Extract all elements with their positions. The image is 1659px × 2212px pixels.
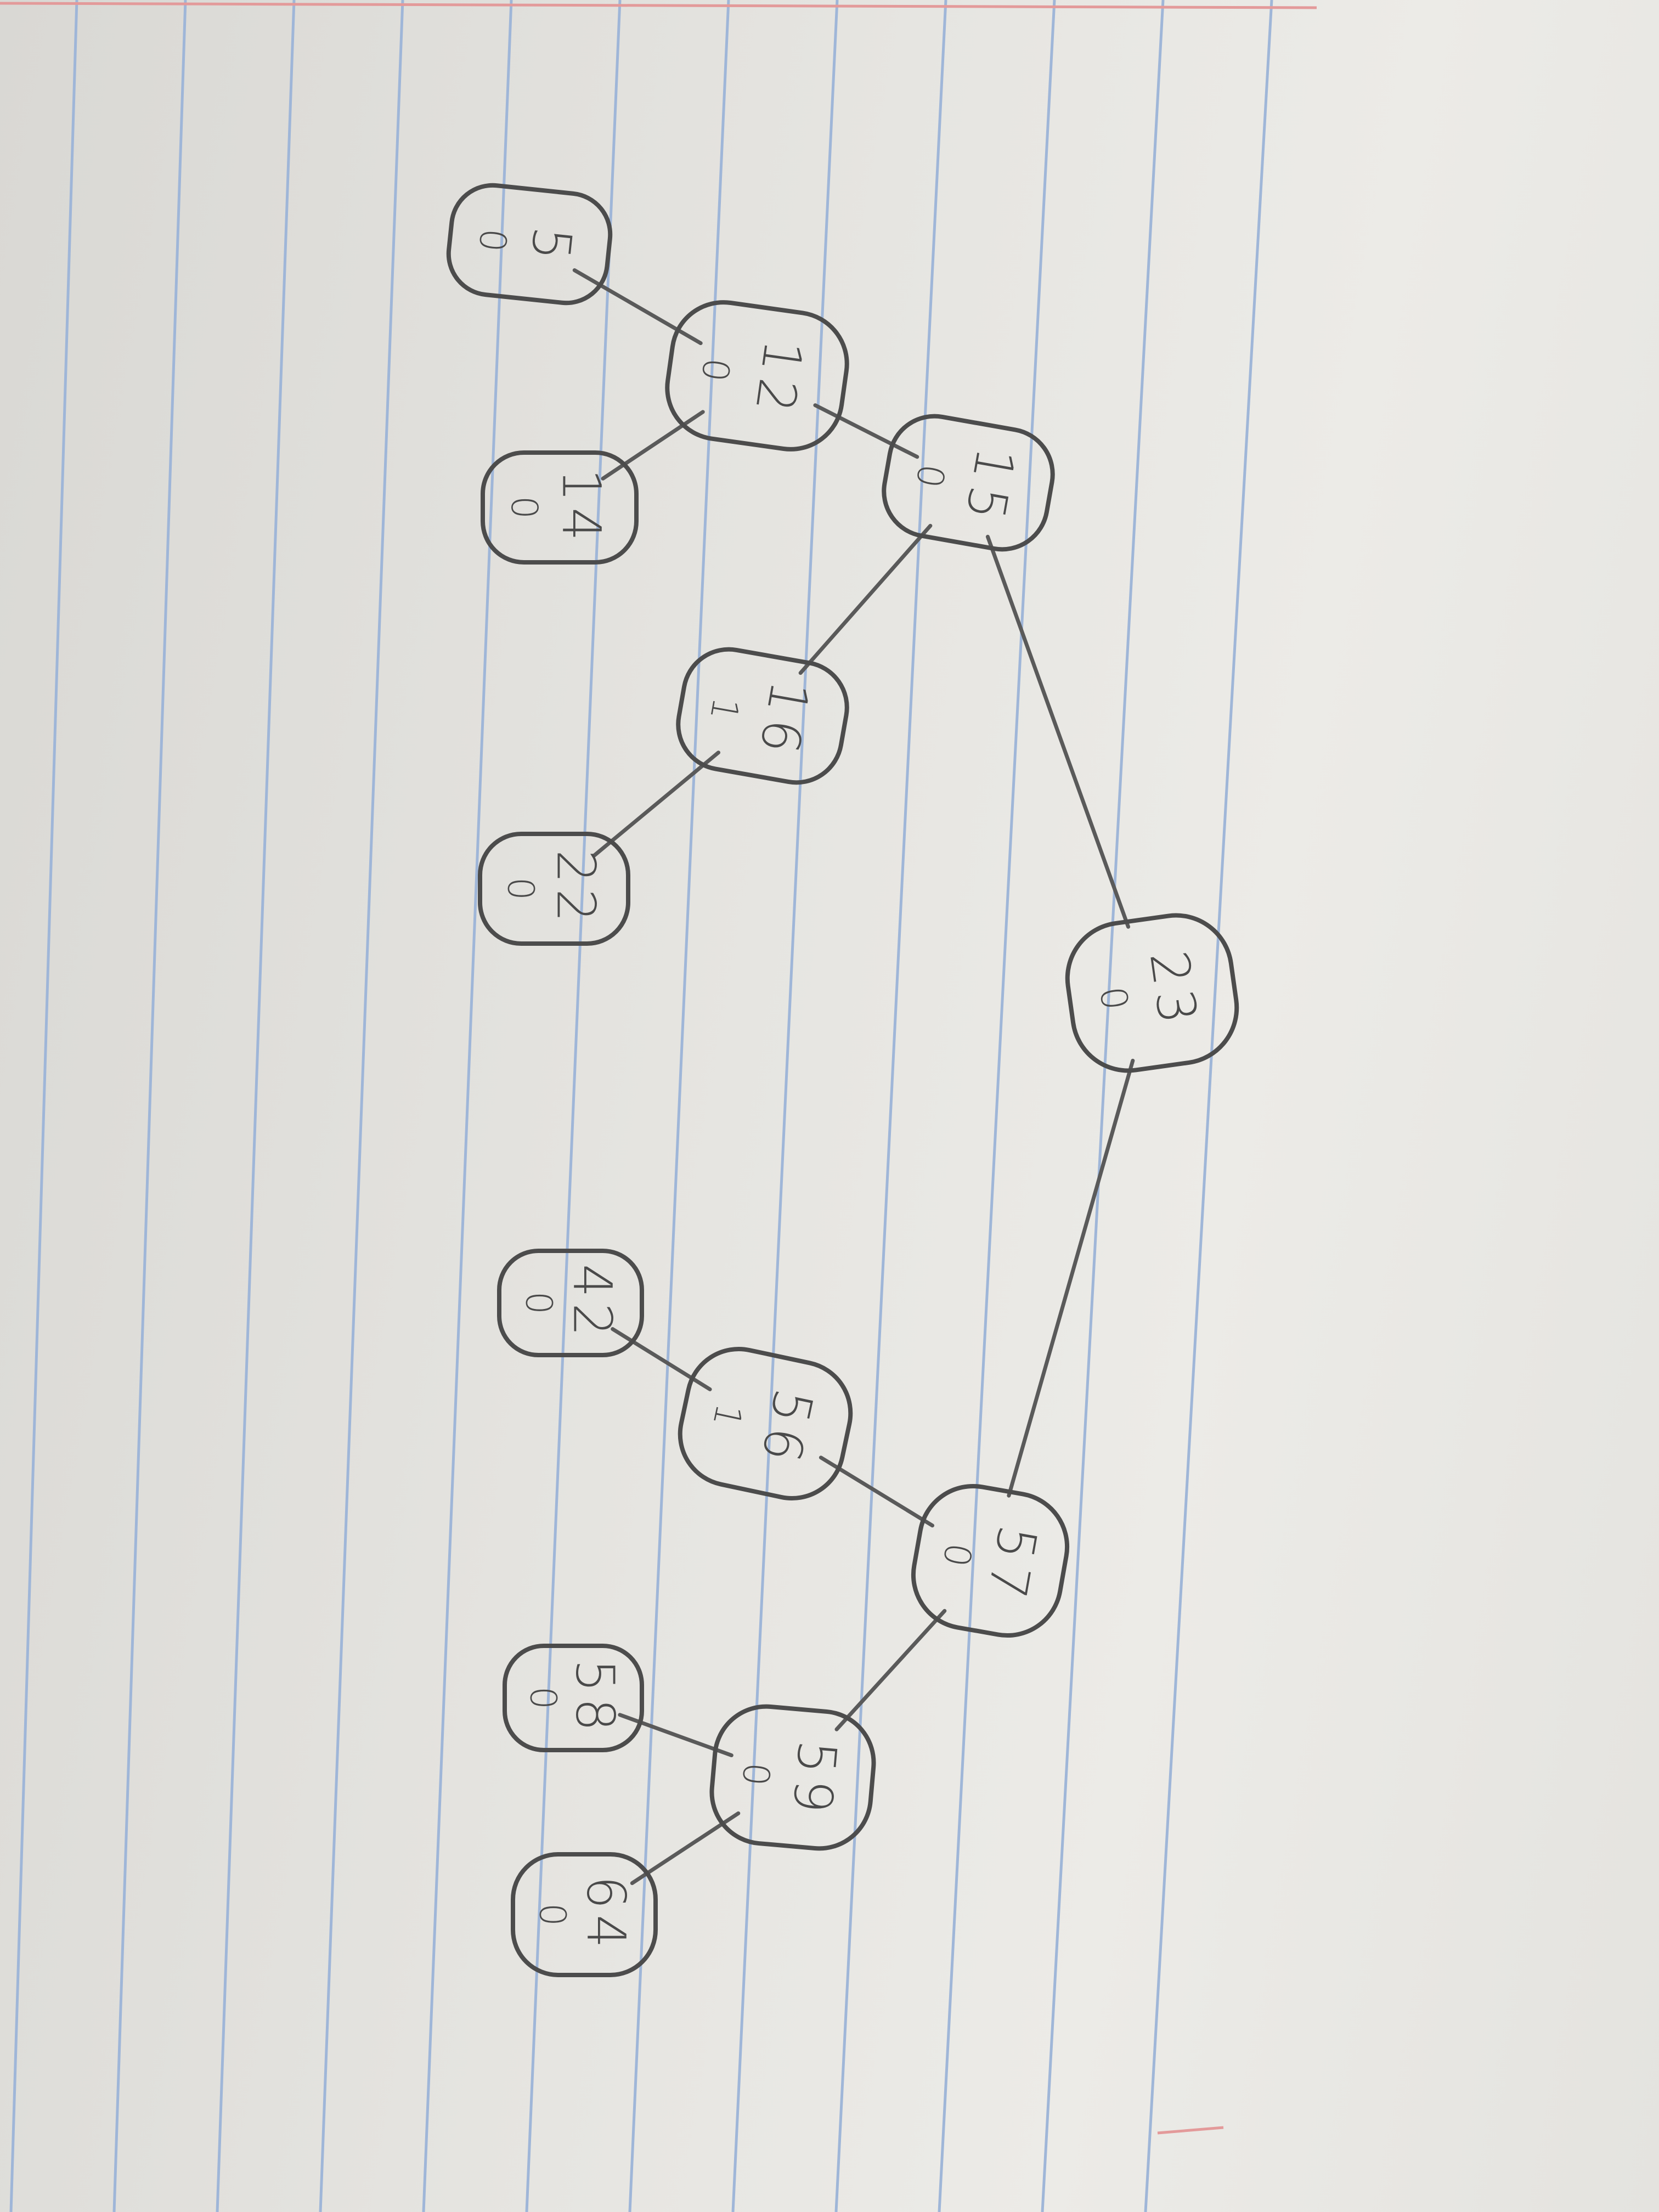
ruled-line: [525, 0, 622, 2212]
tree-node-56: 561: [678, 1346, 853, 1501]
node-outline: [511, 1852, 658, 1977]
ruled-line: [319, 0, 404, 2212]
tree-node-16: 161: [676, 647, 849, 785]
node-balance-label: 1: [702, 694, 747, 724]
ruled-line: [834, 0, 947, 2212]
node-balance-label: 0: [1091, 984, 1136, 1013]
node-key-label: 22: [545, 850, 607, 928]
node-balance-label: 0: [517, 1291, 560, 1314]
edge-n59-n64: [630, 1811, 741, 1886]
tree-node-42: 420: [497, 1249, 644, 1357]
edge-n16-n22: [592, 751, 721, 857]
node-key-label: 64: [575, 1876, 637, 1954]
node-key-label: 5: [518, 224, 584, 269]
margin-line: [0, 2, 1317, 9]
node-key-label: 16: [747, 676, 821, 763]
ruled-line: [628, 0, 730, 2212]
node-outline: [503, 1644, 644, 1752]
node-balance-label: 0: [531, 1903, 573, 1926]
node-balance-label: 0: [470, 227, 515, 254]
node-balance-label: 0: [522, 1686, 565, 1709]
node-key-label: 23: [1138, 947, 1210, 1032]
tree-node-14: 14 0: [481, 450, 639, 565]
node-key-label: 42: [562, 1264, 623, 1342]
tree-node-22: 220: [478, 832, 630, 946]
edge-n12-n5: [572, 268, 703, 346]
tree-edges: [572, 268, 1135, 1886]
node-outline: [481, 450, 639, 565]
node-outline: [676, 647, 849, 785]
node-key-label: 12: [743, 336, 815, 421]
edge-n15-n12: [813, 403, 919, 459]
tree-node-57: 570: [911, 1483, 1070, 1638]
ruled-line: [112, 0, 187, 2212]
tree-node-64: 640: [511, 1852, 658, 1977]
edge-n23-n15: [985, 534, 1131, 929]
node-balance-label: 0: [907, 461, 953, 491]
node-key-label: 14: [551, 469, 612, 546]
node-outline: [678, 1346, 853, 1501]
tree-node-12: 120: [665, 300, 849, 452]
node-key-label: 15: [952, 443, 1026, 530]
node-outline: [911, 1483, 1070, 1638]
tree-node-15: 150: [882, 414, 1055, 552]
node-outline: [478, 832, 630, 946]
ruled-line: [938, 0, 1056, 2212]
ruled-line: [216, 0, 296, 2212]
node-outline: [497, 1249, 644, 1357]
node-balance-label: 0: [734, 1761, 778, 1788]
node-key-label: 59: [780, 1738, 848, 1821]
margin-mark: [1157, 2126, 1224, 2135]
node-key-label: 58: [564, 1659, 625, 1737]
edge-n57-n59: [834, 1609, 947, 1731]
node-outline: [882, 414, 1055, 552]
node-key-label: 56: [748, 1384, 825, 1472]
edge-n56-n42: [611, 1327, 712, 1391]
node-balance-label: 1: [704, 1400, 751, 1431]
tree-node-58: 580: [503, 1644, 644, 1752]
node-balance-label: 0: [499, 877, 541, 900]
node-balance-label: 0: [934, 1540, 980, 1570]
node-outline: [709, 1704, 876, 1851]
edge-n23-n57: [1007, 1058, 1135, 1498]
ruled-line: [9, 0, 78, 2212]
ruled-line: [1144, 0, 1273, 2212]
tree-node-5: 50: [446, 183, 613, 306]
edge-n15-n16: [798, 523, 933, 675]
edge-n12-n14: [601, 410, 705, 481]
node-outline: [446, 183, 613, 306]
node-balance-label: 0: [503, 496, 545, 519]
node-outline: [1065, 913, 1239, 1073]
ruled-line: [1041, 0, 1165, 2212]
node-outline: [665, 300, 849, 452]
node-key-label: 57: [974, 1521, 1048, 1608]
tree-node-23: 230: [1065, 913, 1239, 1073]
tree-node-59: 590: [709, 1704, 876, 1851]
node-balance-label: 0: [693, 356, 738, 384]
ruled-line: [422, 0, 513, 2212]
